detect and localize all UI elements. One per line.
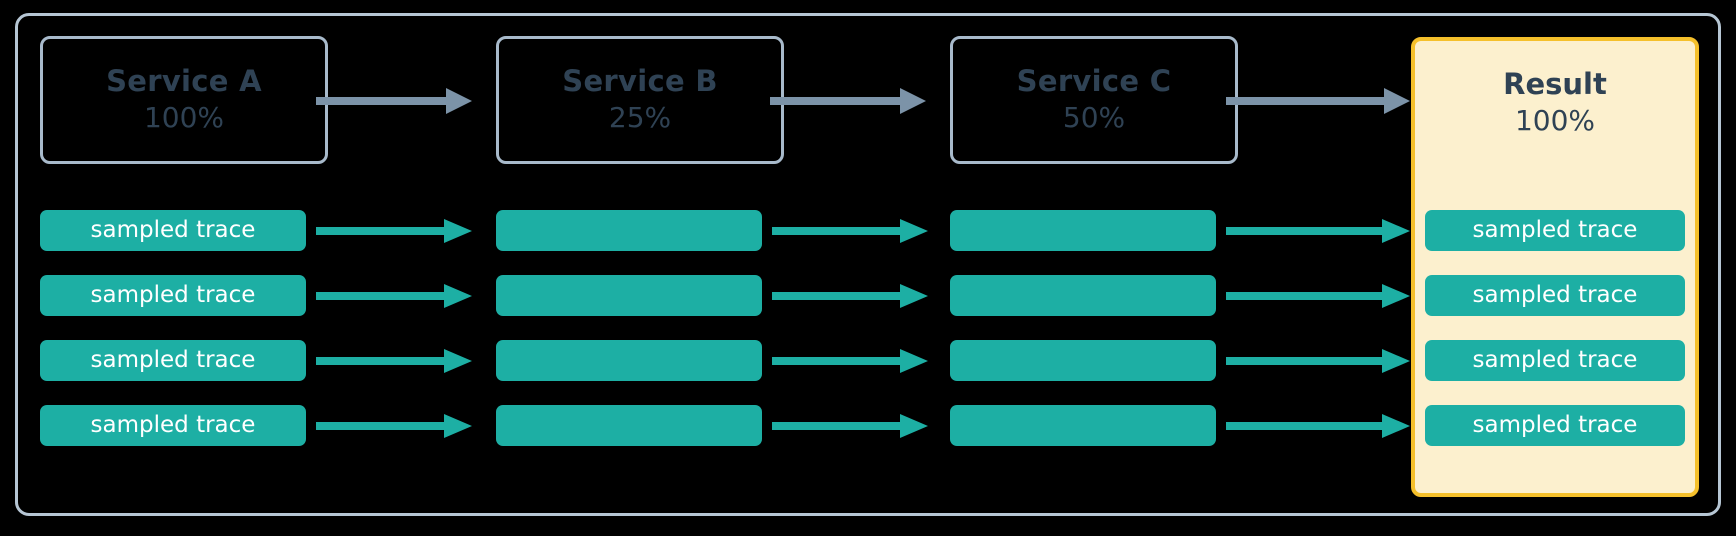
trace-bar-c-row2[interactable] [950,275,1216,316]
trace-bar-result-row1[interactable]: sampled trace [1425,210,1685,251]
service-a-percent: 100% [143,101,225,135]
result-percent: 100% [1514,104,1596,138]
trace-bar-result-row2[interactable]: sampled trace [1425,275,1685,316]
trace-bar-c-row3[interactable] [950,340,1216,381]
trace-bar-a-row1[interactable]: sampled trace [40,210,306,251]
service-box-c[interactable]: Service C 50% [950,36,1238,164]
header-arrow-c-to-result [1226,88,1410,114]
trace-bar-result-row3[interactable]: sampled trace [1425,340,1685,381]
trace-arrow-c-to-result-row2 [1226,284,1410,308]
trace-bar-c-row1[interactable] [950,210,1216,251]
trace-label: sampled trace [1472,282,1638,308]
trace-arrow-a-to-b-row2 [316,284,472,308]
service-b-name: Service B [562,63,718,98]
trace-bar-b-row2[interactable] [496,275,762,316]
trace-arrow-b-to-c-row1 [772,219,928,243]
trace-bar-a-row3[interactable]: sampled trace [40,340,306,381]
trace-arrow-b-to-c-row3 [772,349,928,373]
service-c-name: Service C [1016,63,1172,98]
trace-label: sampled trace [1472,412,1638,438]
trace-label: sampled trace [1472,347,1638,373]
trace-bar-b-row4[interactable] [496,405,762,446]
trace-bar-b-row3[interactable] [496,340,762,381]
trace-label: sampled trace [90,347,256,373]
trace-arrow-a-to-b-row3 [316,349,472,373]
service-box-a[interactable]: Service A 100% [40,36,328,164]
trace-arrow-b-to-c-row2 [772,284,928,308]
trace-bar-c-row4[interactable] [950,405,1216,446]
diagram-outer-frame [15,13,1721,516]
trace-bar-b-row1[interactable] [496,210,762,251]
trace-bar-result-row4[interactable]: sampled trace [1425,405,1685,446]
trace-bar-a-row2[interactable]: sampled trace [40,275,306,316]
trace-arrow-a-to-b-row1 [316,219,472,243]
service-box-b[interactable]: Service B 25% [496,36,784,164]
trace-arrow-c-to-result-row1 [1226,219,1410,243]
result-header: Result 100% [1415,41,1695,165]
trace-arrow-b-to-c-row4 [772,414,928,438]
trace-label: sampled trace [1472,217,1638,243]
trace-label: sampled trace [90,412,256,438]
trace-bar-a-row4[interactable]: sampled trace [40,405,306,446]
service-a-name: Service A [106,63,262,98]
trace-label: sampled trace [90,217,256,243]
service-c-percent: 50% [1062,101,1126,135]
header-arrow-a-to-b [316,88,472,114]
trace-label: sampled trace [90,282,256,308]
trace-arrow-c-to-result-row4 [1226,414,1410,438]
header-arrow-b-to-c [770,88,926,114]
trace-arrow-c-to-result-row3 [1226,349,1410,373]
trace-arrow-a-to-b-row4 [316,414,472,438]
service-b-percent: 25% [608,101,672,135]
result-name: Result [1503,66,1607,101]
